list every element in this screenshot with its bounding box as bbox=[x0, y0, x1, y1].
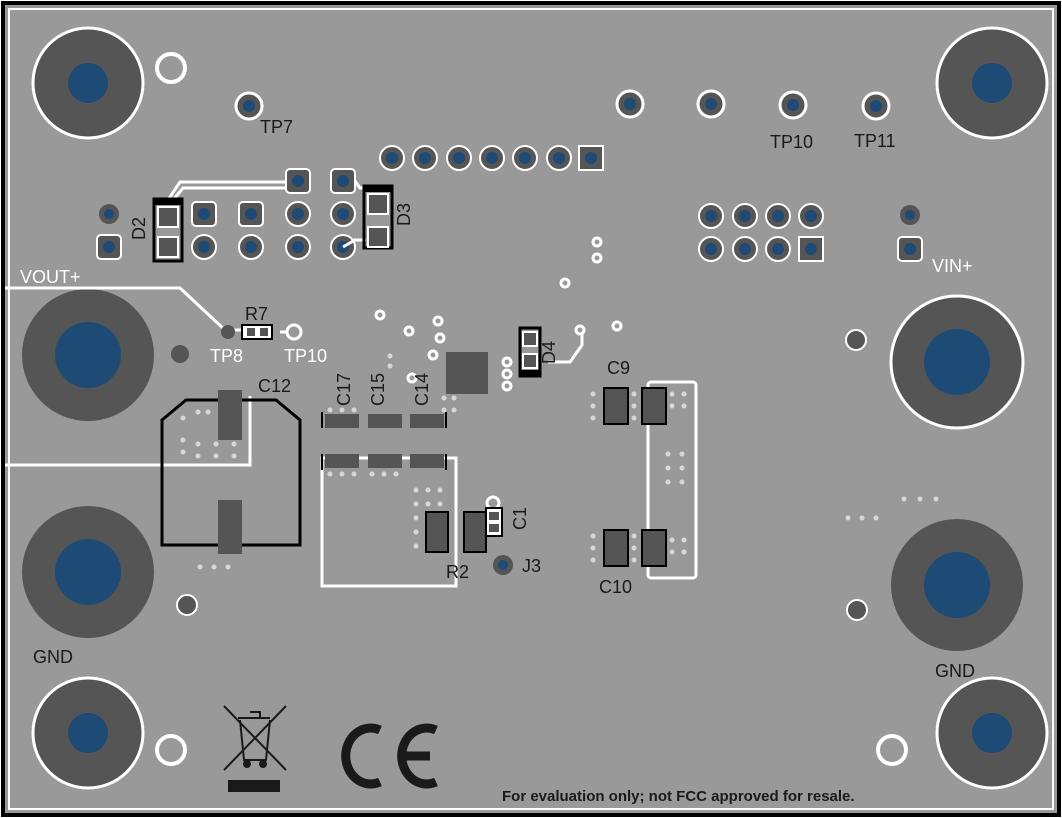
label-vin: VIN+ bbox=[932, 256, 973, 276]
capacitor-c12 bbox=[160, 390, 302, 554]
empty-hole bbox=[876, 734, 908, 766]
terminal-gnd-left bbox=[22, 506, 154, 638]
test-point-tp7 bbox=[234, 91, 264, 121]
label-d3: D3 bbox=[394, 203, 414, 226]
label-gnd-left: GND bbox=[33, 647, 73, 667]
label-tp7: TP7 bbox=[260, 117, 293, 137]
label-tp10-top: TP10 bbox=[770, 132, 813, 152]
label-j3: J3 bbox=[522, 556, 541, 576]
test-point-tp10 bbox=[778, 90, 808, 120]
test-point-tp11 bbox=[861, 91, 891, 121]
pin-grid-left bbox=[96, 168, 356, 260]
label-tp11: TP11 bbox=[854, 131, 896, 151]
capacitor-c1 bbox=[485, 495, 503, 537]
empty-hole bbox=[155, 52, 187, 84]
label-tp10-mid: TP10 bbox=[284, 346, 327, 366]
label-c15: C15 bbox=[368, 373, 388, 406]
capacitor-bank bbox=[321, 412, 447, 470]
mounting-hole-top-right bbox=[935, 26, 1049, 140]
test-point bbox=[615, 89, 645, 119]
label-tp8: TP8 bbox=[210, 346, 243, 366]
terminal-vin bbox=[889, 294, 1025, 430]
resistor-r7 bbox=[221, 323, 303, 341]
capacitor-c10 bbox=[603, 529, 667, 567]
empty-hole bbox=[155, 734, 187, 766]
test-point-j3 bbox=[493, 555, 513, 575]
label-d4: D4 bbox=[539, 341, 559, 364]
label-vout: VOUT+ bbox=[20, 267, 81, 287]
diode-d3 bbox=[362, 184, 394, 250]
terminal-vout bbox=[22, 289, 154, 421]
mounting-hole-top-left bbox=[31, 26, 145, 140]
diode-d4 bbox=[518, 326, 542, 378]
label-c9: C9 bbox=[607, 358, 630, 378]
crossed-out-wheelie-bin-icon bbox=[223, 705, 287, 792]
label-gnd-right: GND bbox=[935, 661, 975, 681]
label-r2: R2 bbox=[446, 562, 469, 582]
diode-d2 bbox=[152, 197, 184, 263]
label-c10: C10 bbox=[599, 577, 632, 597]
capacitor-c9 bbox=[603, 387, 667, 425]
label-c17: C17 bbox=[334, 373, 354, 406]
mounting-hole-bottom-right bbox=[935, 676, 1049, 790]
ic-chip bbox=[446, 352, 488, 394]
ce-mark-text: CE bbox=[0, 0, 2, 1]
label-c14: C14 bbox=[412, 373, 432, 406]
header-connector-top bbox=[379, 145, 604, 171]
resistor-r2 bbox=[425, 511, 487, 553]
label-c12: C12 bbox=[258, 376, 291, 396]
terminal-gnd-right bbox=[891, 519, 1023, 651]
via-cluster bbox=[171, 236, 868, 621]
via-array bbox=[180, 353, 939, 570]
mounting-hole-bottom-left bbox=[31, 676, 145, 790]
pin-grid-right bbox=[698, 203, 923, 262]
disclaimer-text: For evaluation only; not FCC approved fo… bbox=[502, 788, 855, 805]
label-d2: D2 bbox=[129, 217, 149, 240]
label-r7: R7 bbox=[245, 304, 268, 324]
ce-mark-icon bbox=[341, 723, 438, 789]
test-point bbox=[696, 89, 726, 119]
label-c1: C1 bbox=[510, 507, 530, 530]
